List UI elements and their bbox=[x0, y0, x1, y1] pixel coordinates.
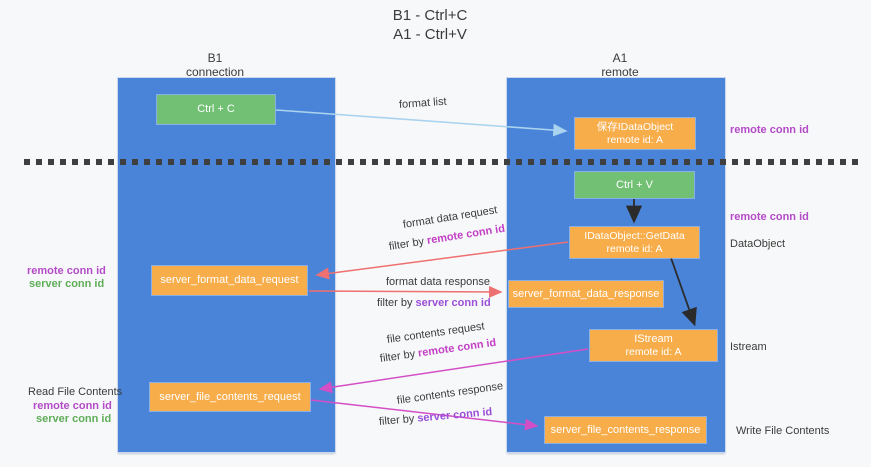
diagram-title: B1 - Ctrl+C A1 - Ctrl+V bbox=[300, 6, 560, 44]
istream-line2: remote id: A bbox=[625, 345, 682, 358]
format-data-response-label: format data response bbox=[386, 276, 490, 288]
ctrl-c-label: Ctrl + C bbox=[197, 103, 235, 115]
server-file-contents-response-box: server_file_contents_response bbox=[545, 417, 706, 443]
istream-side-label: Istream bbox=[730, 341, 767, 353]
server-conn-id-label-bottom-left: server conn id bbox=[36, 413, 112, 425]
right-column-header: A1 remote bbox=[555, 51, 685, 79]
filter-by-text: filter by bbox=[377, 297, 413, 309]
server-format-data-response-label: server_format_data_response bbox=[512, 287, 660, 300]
ctrl-c-box: Ctrl + C bbox=[157, 95, 275, 124]
write-file-contents-label: Write File Contents bbox=[736, 425, 830, 437]
read-file-contents-label: Read File Contents bbox=[28, 386, 123, 398]
save-idataobject-line2: remote id: A bbox=[606, 133, 664, 146]
server-file-contents-request-box: server_file_contents_request bbox=[150, 383, 310, 411]
getdata-line1: IDataObject::GetData bbox=[584, 229, 685, 242]
filter-by-text: filter by bbox=[378, 412, 415, 428]
ctrl-v-box: Ctrl + V bbox=[575, 172, 694, 198]
remote-conn-id-label-mid-right: remote conn id bbox=[730, 211, 809, 223]
istream-line1: IStream bbox=[634, 332, 673, 345]
idataobject-getdata-box: IDataObject::GetData remote id: A bbox=[570, 227, 699, 258]
section-divider-dashed-line bbox=[24, 159, 858, 165]
remote-conn-id-label-bottom-left: remote conn id bbox=[33, 400, 112, 412]
remote-conn-id-label-mid-left: remote conn id bbox=[27, 265, 106, 277]
dataobject-label: DataObject bbox=[730, 238, 786, 250]
left-column-header: B1 connection bbox=[150, 51, 280, 79]
right-column-role: remote bbox=[601, 65, 639, 79]
save-idataobject-line1: 保存IDataObject bbox=[596, 120, 674, 133]
remote-conn-id-label-top-right: remote conn id bbox=[730, 124, 809, 136]
istream-box: IStream remote id: A bbox=[590, 330, 717, 361]
ctrl-v-label: Ctrl + V bbox=[616, 178, 653, 191]
server-format-data-response-box: server_format_data_response bbox=[509, 281, 663, 307]
format-data-response-arrow bbox=[308, 285, 503, 298]
title-line-1: B1 - Ctrl+C bbox=[392, 7, 468, 24]
left-column-name: B1 bbox=[207, 51, 223, 65]
save-idataobject-box: 保存IDataObject remote id: A bbox=[575, 118, 695, 149]
server-file-contents-request-label: server_file_contents_request bbox=[159, 390, 301, 403]
getdata-line2: remote id: A bbox=[606, 242, 663, 255]
server-file-contents-response-label: server_file_contents_response bbox=[550, 423, 701, 436]
server-format-data-request-box: server_format_data_request bbox=[152, 266, 307, 295]
filter-by-text: filter by bbox=[388, 235, 425, 253]
server-conn-id-filter-text: server conn id bbox=[415, 297, 491, 309]
right-column-name: A1 bbox=[612, 51, 628, 65]
remote-conn-id-filter-text: remote conn id bbox=[417, 336, 498, 360]
format-list-label: format list bbox=[398, 95, 447, 111]
server-conn-id-label-mid-left: server conn id bbox=[29, 278, 105, 290]
server-format-data-request-label: server_format_data_request bbox=[160, 274, 299, 286]
left-column-role: connection bbox=[185, 65, 245, 79]
filter-by-text: filter by bbox=[379, 348, 416, 365]
remote-conn-id-filter-text: remote conn id bbox=[426, 222, 506, 247]
server-conn-id-filter-text: server conn id bbox=[416, 406, 493, 425]
file-contents-response-label: file contents response bbox=[396, 380, 504, 407]
title-line-2: A1 - Ctrl+V bbox=[393, 26, 467, 43]
